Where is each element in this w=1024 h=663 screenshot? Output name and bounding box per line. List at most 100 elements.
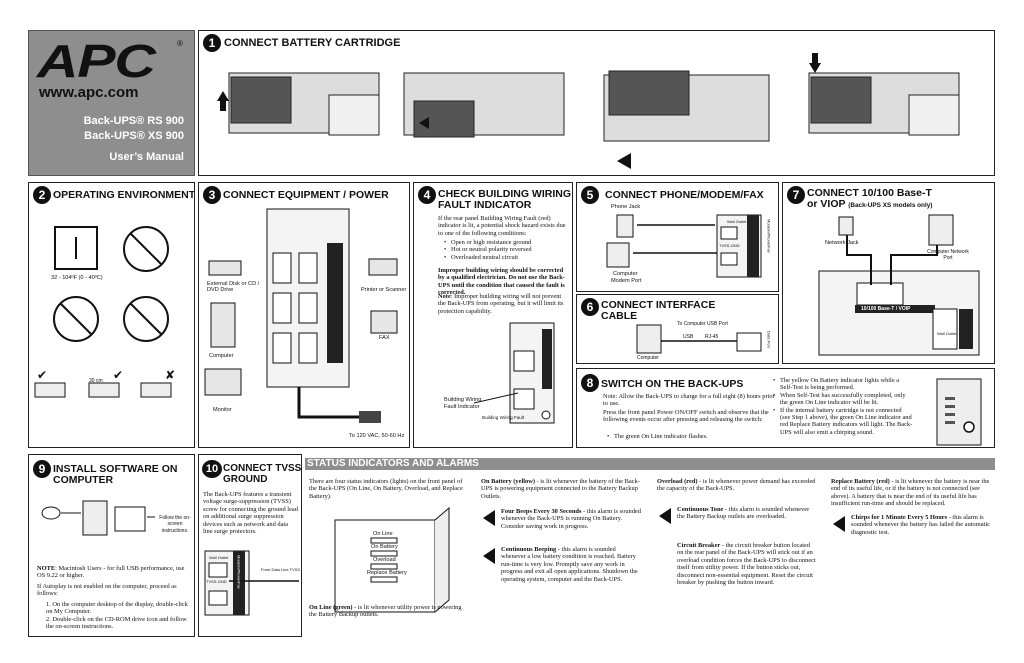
power-label: To 120 VAC, 50-60 Hz bbox=[349, 433, 405, 439]
apc-logo: APC bbox=[37, 35, 156, 87]
tvss-description: The Back-UPS features a transient voltag… bbox=[203, 491, 298, 536]
step-number: 4 bbox=[418, 186, 436, 204]
event-item: The green On Line indicator flashes. bbox=[607, 433, 777, 441]
replace-battery-description: Replace Battery (red) - is lit whenever … bbox=[831, 478, 991, 508]
section-title-line2: COMPUTER bbox=[53, 474, 114, 486]
condition-item: Overloaded neutral circuit bbox=[444, 254, 568, 262]
svg-text:✔: ✔ bbox=[37, 368, 47, 382]
step-number: 10 bbox=[202, 460, 222, 478]
users-manual-title: User’s Manual bbox=[109, 151, 184, 163]
usb-label: USB bbox=[683, 334, 694, 340]
wiring-fault-diagram bbox=[473, 322, 555, 424]
note-label: Note bbox=[438, 293, 451, 300]
section-title-line1: CHECK BUILDING WIRING bbox=[438, 188, 571, 200]
event-item: If the internal battery cartridge is not… bbox=[773, 407, 913, 437]
step-number: 8 bbox=[581, 374, 599, 392]
autoplay-text: If Autoplay is not enabled on the comput… bbox=[37, 583, 177, 598]
continuous-beeping-description: Continuous Beeping - this alarm is sound… bbox=[501, 546, 641, 583]
step-item: 2. Double-click on the CD-ROM drive icon… bbox=[46, 615, 187, 631]
model-xs900: Back-UPS® XS 900 bbox=[84, 130, 184, 142]
step-number: 7 bbox=[787, 186, 805, 204]
events-list-left: The green On Line indicator flashes. bbox=[607, 433, 777, 441]
section-title-line2: or VIOP (Back-UPS XS models only) bbox=[807, 198, 932, 212]
section-title: CONNECT EQUIPMENT / POWER bbox=[223, 189, 389, 201]
events-list-right: The yellow On Battery indicator lights w… bbox=[773, 377, 913, 436]
section-install-software: 9 INSTALL SOFTWARE ON COMPUTER Follow th… bbox=[28, 454, 195, 637]
computer-port-label: Computer Network Port bbox=[927, 249, 969, 262]
wiring-warning: Improper building wiring should be corre… bbox=[438, 267, 565, 297]
step-number: 5 bbox=[581, 186, 599, 204]
cont-text: - this alarm is sounded whenever a low b… bbox=[501, 546, 638, 583]
note-text: : Improper building wiring will not prev… bbox=[438, 293, 564, 315]
tvss-label: TVSS-GND bbox=[719, 243, 740, 248]
chirps-text: - this alarm is sounded whenever the bat… bbox=[851, 514, 990, 536]
battery-step-illustrations bbox=[217, 53, 960, 169]
section-status-indicators: STATUS INDICATORS AND ALARMS There are f… bbox=[305, 458, 995, 637]
printer-label: Printer or Scanner bbox=[361, 287, 407, 293]
wall-outlet-label: Wall Outlet bbox=[937, 331, 957, 336]
monitor-label: Monitor bbox=[213, 407, 232, 413]
phone-diagram bbox=[606, 214, 762, 278]
rj45-label: RJ-45 bbox=[705, 334, 719, 340]
status-header: STATUS INDICATORS AND ALARMS bbox=[305, 458, 995, 470]
tag-label: Modem/Phone/Fax bbox=[236, 555, 242, 589]
fault-label-3: Building Wiring Fault bbox=[482, 415, 525, 420]
section-operating-environment: 2 OPERATING ENVIRONMENT ✔✔✘ 32 - 104ºF (… bbox=[28, 182, 195, 448]
environment-icons: ✔ ✔ ✘ bbox=[34, 226, 175, 398]
event-item: The yellow On Battery indicator lights w… bbox=[773, 377, 913, 392]
section-title-line2: FAULT INDICATOR bbox=[438, 199, 532, 211]
section-title-line1: CONNECT TVSS bbox=[223, 463, 302, 474]
onbattery-description: On Battery (yellow) - is lit whenever th… bbox=[481, 478, 641, 500]
cover-panel: APC ® www.apc.com Back-UPS® RS 900 Back-… bbox=[28, 30, 195, 176]
event-item: When Self-Test has successfully complete… bbox=[773, 392, 913, 407]
website-url: www.apc.com bbox=[39, 84, 139, 101]
onbattery-label: On Battery (yellow) bbox=[481, 478, 535, 485]
section-title-line2: GROUND bbox=[223, 474, 268, 485]
section-title-line1: CONNECT INTERFACE bbox=[601, 299, 716, 311]
overload-description: Overload (red) - is lit whenever power d… bbox=[657, 478, 817, 493]
follow-instructions: Follow the on-screen instructions. bbox=[159, 515, 191, 534]
section-tvss-ground: 10 CONNECT TVSS GROUND The Back-UPS feat… bbox=[198, 454, 302, 637]
speaker-icon bbox=[483, 510, 495, 526]
wiring-intro: If the rear panel Building Wiring Fault … bbox=[438, 215, 566, 237]
svg-text:✘: ✘ bbox=[165, 368, 175, 382]
mac-note: NOTE: Macintosh Users - for full USB per… bbox=[37, 565, 191, 580]
breaker-text: - the circuit breaker button located on … bbox=[677, 542, 816, 587]
online-label: On Line (green) bbox=[309, 604, 353, 611]
install-steps: 1. On the computer desktop of the displa… bbox=[37, 601, 191, 631]
continuous-tone-description: Continuous Tone - this alarm is sounded … bbox=[677, 506, 817, 521]
section-title: OPERATING ENVIRONMENT bbox=[53, 189, 195, 201]
wiring-note: Note: Improper building wiring will not … bbox=[438, 293, 568, 315]
interface-diagram bbox=[636, 324, 762, 354]
four-beeps-description: Four Beeps Every 30 Seconds - this alarm… bbox=[501, 508, 641, 530]
section-switch-on: 8 SWITCH ON THE BACK-UPS Note: Allow the… bbox=[576, 368, 995, 448]
section-title: CONNECT BATTERY CARTRIDGE bbox=[224, 37, 401, 49]
replace-text: - is lit whenever the battery is near th… bbox=[831, 478, 990, 508]
led-online: On Line bbox=[373, 531, 393, 537]
section-title-line1: CONNECT 10/100 Base-T bbox=[807, 187, 932, 199]
note-label: NOTE bbox=[37, 565, 56, 572]
clearance-label: 30 cm bbox=[89, 378, 103, 384]
svg-text:✔: ✔ bbox=[113, 368, 123, 382]
temperature-range: 32 - 104ºF (0 - 40ºC) bbox=[51, 275, 103, 281]
step-number: 9 bbox=[33, 460, 51, 478]
section-interface-cable: 6 CONNECT INTERFACE CABLE To Computer US… bbox=[576, 294, 779, 364]
fax-label: FAX bbox=[379, 335, 390, 341]
condition-item: Open or high resistance ground bbox=[444, 239, 568, 247]
onbattery-text: - is lit whenever the battery of the Bac… bbox=[481, 478, 640, 500]
section-battery-cartridge: 1 CONNECT BATTERY CARTRIDGE bbox=[198, 30, 995, 176]
disk-label: External Disk or CD / DVD Drive bbox=[207, 281, 260, 294]
model-rs900: Back-UPS® RS 900 bbox=[83, 115, 184, 127]
condition-item: Hot or neutral polarity reversed bbox=[444, 246, 568, 254]
modem-label-1: Computer bbox=[613, 271, 638, 277]
equipment-diagram bbox=[204, 208, 398, 423]
section-connect-equipment: 3 CONNECT EQUIPMENT / POWER External Dis… bbox=[198, 182, 410, 448]
section-network: 7 CONNECT 10/100 Base-T or VIOP (Back-UP… bbox=[782, 182, 995, 364]
speaker-icon bbox=[833, 516, 845, 532]
step-number: 6 bbox=[581, 298, 599, 316]
chirps-description: Chirps for 1 Minute Every 5 Hours - this… bbox=[851, 514, 991, 536]
circuit-breaker-description: Circuit Breaker - the circuit breaker bu… bbox=[677, 542, 817, 586]
step-item: 1. On the computer desktop of the displa… bbox=[46, 601, 188, 616]
step-number: 1 bbox=[203, 34, 221, 52]
wall-outlet-label: Wall Outlet bbox=[209, 555, 229, 560]
